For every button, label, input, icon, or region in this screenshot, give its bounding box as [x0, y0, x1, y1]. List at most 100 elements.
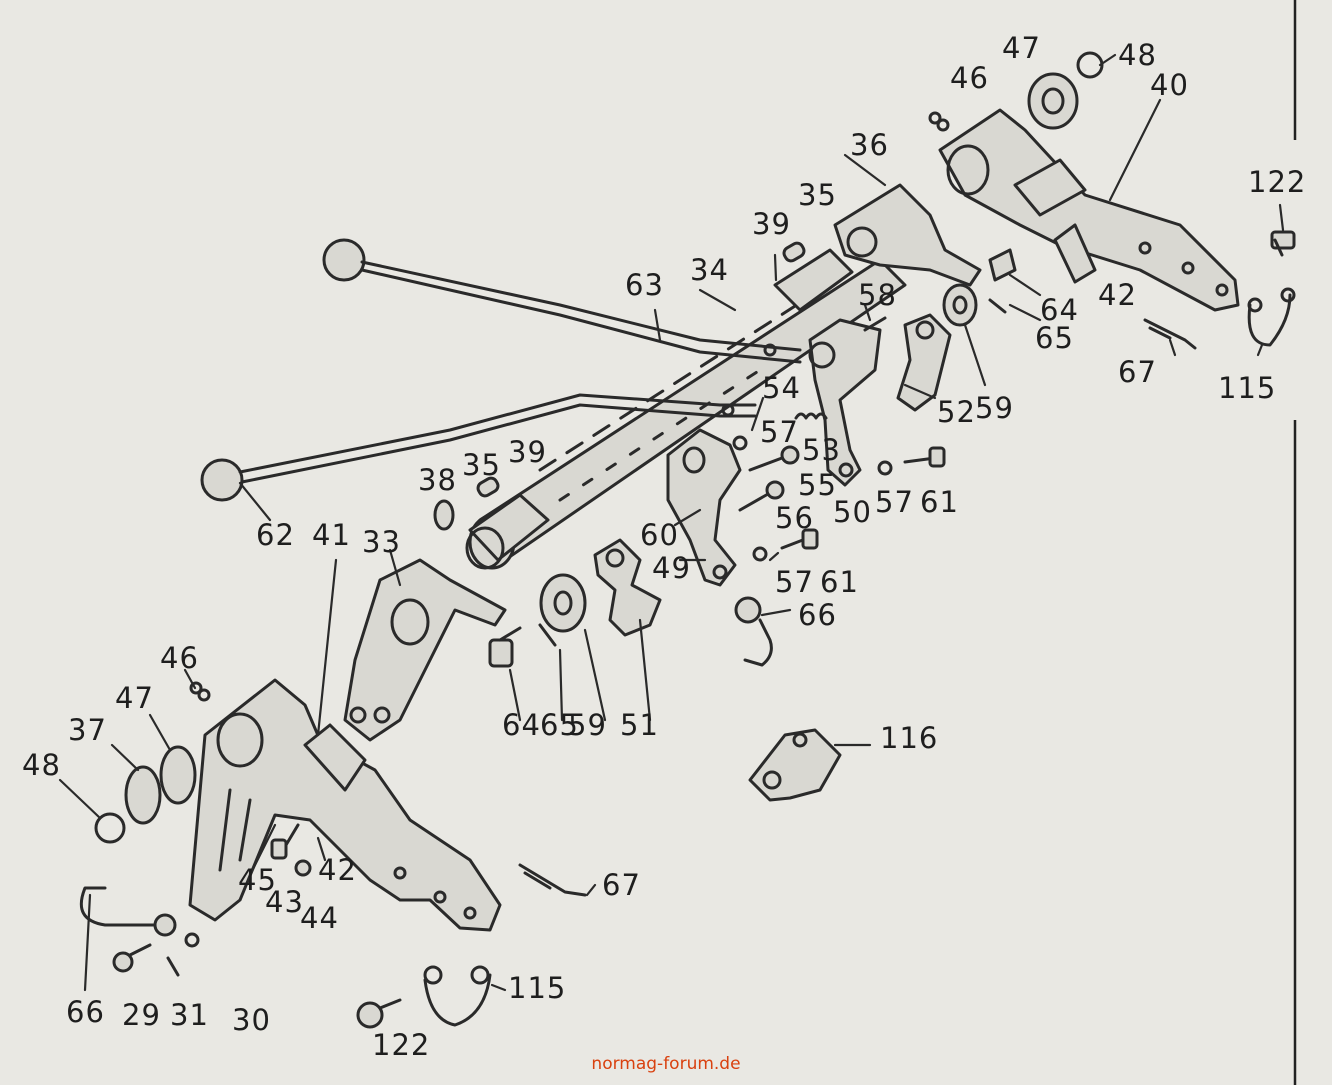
part-64-bolt-upper: [988, 248, 1017, 282]
part-37-ring-lower: [124, 765, 162, 825]
label-55: 55: [798, 468, 837, 502]
label-64-upper: 64: [1040, 293, 1079, 327]
label-122-right: 122: [1248, 165, 1306, 199]
label-53: 53: [802, 433, 841, 467]
label-62: 62: [256, 518, 295, 552]
part-61-bolt-upper: [903, 446, 946, 468]
part-65-pin-lower: [538, 623, 557, 647]
label-60: 60: [640, 518, 679, 552]
label-44: 44: [300, 901, 339, 935]
label-47-lower: 47: [115, 681, 154, 715]
label-41: 41: [312, 518, 351, 552]
label-67-lower: 67: [602, 868, 641, 902]
label-52: 52: [937, 395, 976, 429]
part-36-upper-lever: [833, 183, 982, 287]
label-51: 51: [620, 708, 659, 742]
part-31-pin: [166, 956, 180, 977]
part-44-nut: [294, 859, 312, 877]
label-59-upper: 59: [975, 391, 1014, 425]
part-46-nipple-upper: [928, 111, 950, 132]
label-40: 40: [1150, 68, 1189, 102]
label-35-upper: 35: [798, 178, 837, 212]
part-66-shackle-lower: [79, 886, 177, 937]
label-57-b: 57: [875, 485, 914, 519]
part-116-hitch-ring: [748, 728, 842, 802]
part-67-clip-right: [1143, 318, 1197, 350]
part-66-shackle-right: [734, 596, 773, 667]
label-63: 63: [625, 268, 664, 302]
label-39-lower: 39: [508, 435, 547, 469]
label-67-right: 67: [1118, 355, 1157, 389]
part-67-clip-lower: [518, 863, 587, 897]
part-115-shackle-lower: [423, 965, 492, 1027]
part-122-bolt-lower: [356, 998, 402, 1029]
label-115-lower: 115: [508, 971, 566, 1005]
label-49: 49: [652, 551, 691, 585]
label-42-upper: 42: [1098, 278, 1137, 312]
label-38: 38: [418, 463, 457, 497]
part-62-lower-rod: [200, 393, 757, 502]
label-122-lower: 122: [372, 1028, 430, 1062]
part-58-pin: [863, 316, 887, 332]
label-57-a: 57: [760, 415, 799, 449]
label-48-upper: 48: [1118, 38, 1157, 72]
label-59-lower: 59: [568, 708, 607, 742]
part-51-trunnion-pin: [593, 538, 662, 637]
part-47-ring-lower: [159, 745, 197, 805]
label-57-c: 57: [775, 565, 814, 599]
part-30-washer: [184, 932, 200, 948]
part-43-bolt: [270, 838, 288, 860]
label-56: 56: [775, 501, 814, 535]
label-115-right: 115: [1218, 371, 1276, 405]
part-52-trunnion-pin: [896, 313, 952, 412]
part-48-clip-lower: [94, 812, 126, 844]
part-49-bracket: [666, 428, 742, 587]
label-61-lower: 61: [820, 565, 859, 599]
part-48-clip-upper: [1076, 51, 1104, 79]
leader-lines: [58, 53, 1285, 992]
label-45: 45: [238, 863, 277, 897]
part-53-spring: [794, 412, 828, 420]
label-61-upper: 61: [920, 485, 959, 519]
label-36: 36: [850, 128, 889, 162]
label-31: 31: [170, 998, 209, 1032]
label-33: 33: [362, 525, 401, 559]
part-64-bolt-lower: [488, 626, 522, 668]
label-37: 37: [68, 713, 107, 747]
watermark-text: normag-forum.de: [591, 1054, 741, 1074]
part-55-bolt: [748, 445, 800, 472]
part-59-washer-lower: [539, 573, 587, 633]
label-58: 58: [858, 278, 897, 312]
part-57-washer-a: [732, 435, 748, 451]
label-29: 29: [122, 998, 161, 1032]
label-47-upper: 47: [1002, 31, 1041, 65]
label-48-lower: 48: [22, 748, 61, 782]
part-33-lever: [343, 558, 507, 742]
part-40-upper-lift-arm: [938, 108, 1240, 312]
label-42-lower: 42: [318, 853, 357, 887]
label-66-lower: 66: [66, 995, 105, 1029]
label-66-right: 66: [798, 598, 837, 632]
label-64-lower: 64: [502, 708, 541, 742]
part-63-upper-rod: [322, 238, 802, 364]
label-35-lower: 35: [462, 448, 501, 482]
label-46-lower: 46: [160, 641, 199, 675]
label-30: 30: [232, 1003, 271, 1037]
part-57-washer-b: [877, 460, 893, 476]
part-29-bolt: [112, 943, 152, 973]
label-54: 54: [762, 371, 801, 405]
part-65-pin-upper: [988, 298, 1007, 314]
label-65-lower: 65: [540, 708, 579, 742]
part-59-washer-upper: [942, 283, 978, 327]
part-47-ring-upper: [1027, 72, 1079, 130]
label-43: 43: [265, 885, 304, 919]
part-57-washer-c: [752, 546, 768, 562]
part-39-collar-lower: [465, 493, 550, 570]
part-61-bolt-lower: [780, 528, 819, 550]
part-38-washer: [433, 499, 455, 531]
part-41-lower-lift-arm: [188, 678, 502, 932]
part-35-key-lower: [476, 476, 500, 498]
part-35-key-upper: [782, 241, 806, 263]
